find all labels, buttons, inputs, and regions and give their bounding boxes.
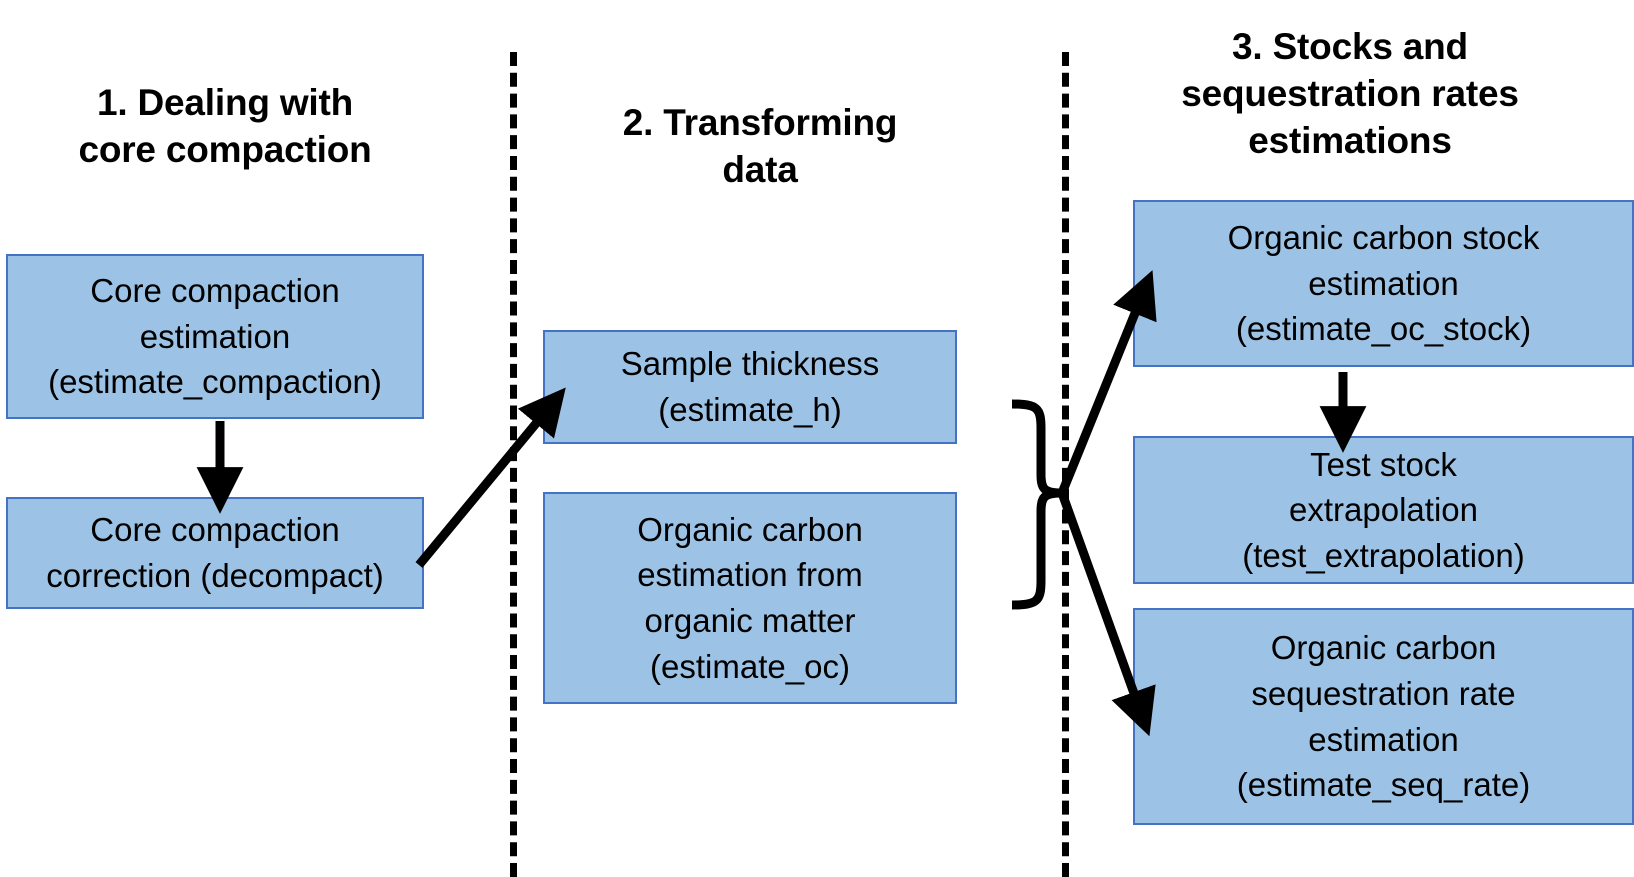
node-test-extrapolation[interactable]: Test stock extrapolation (test_extrapola… [1133,436,1634,584]
node-estimate-oc-line-2: estimation from [637,556,863,594]
column-title-3: 3. Stocks and sequestration rates estima… [1110,24,1590,165]
column-title-2: 2. Transforming data [560,100,960,194]
node-estimate-seq-rate-line-1: Organic carbon [1270,629,1497,667]
node-estimate-h-line-1: Sample thickness [620,345,880,383]
node-estimate-oc-stock-line-2: estimation [1308,264,1459,302]
node-estimate-oc[interactable]: Organic carbon estimation from organic m… [543,492,957,704]
node-estimate-oc-line-3: organic matter [644,602,856,639]
node-estimate-oc-line-4: (estimate_oc) [650,647,850,685]
column-divider-1 [510,52,517,877]
node-test-extrapolation-line-2: extrapolation [1289,491,1478,529]
column-title-3-line-3: estimations [1248,119,1452,161]
column-title-1-line-1: 1. Dealing with [96,82,354,123]
node-decompact[interactable]: Core compaction correction (decompact) [6,497,424,609]
column-title-2-line-2: data [722,148,798,190]
node-estimate-seq-rate-line-2: sequestration rate [1251,674,1516,712]
column-title-2-line-1: 2. Transforming [622,102,898,143]
column-title-3-line-2: sequestration rates [1181,72,1519,114]
node-estimate-seq-rate-line-3: estimation [1308,720,1459,758]
node-estimate-compaction-line-2: estimation [139,317,291,355]
column-title-1: 1. Dealing with core compaction [30,80,420,174]
column-title-1-line-2: core compaction [78,128,372,170]
column-divider-2 [1062,52,1069,877]
node-estimate-oc-stock[interactable]: Organic carbon stock estimation (estimat… [1133,200,1634,367]
edge-decompact-to-estimate-h [415,387,566,568]
node-decompact-line-2: correction (decompact) [46,557,384,594]
node-estimate-oc-line-1: Organic carbon [637,510,863,548]
column-title-3-line-1: 3. Stocks and [1232,26,1468,67]
node-test-extrapolation-line-3: (test_extrapolation) [1242,536,1525,574]
node-estimate-oc-stock-line-1: Organic carbon stock [1227,219,1540,257]
edge-brace-to-seq-rate [1057,491,1156,737]
edge-brace-to-oc-stock [1057,270,1157,495]
node-estimate-compaction-line-3: (estimate_compaction) [48,363,382,401]
node-estimate-h-line-2: (estimate_h) [658,391,842,428]
node-test-extrapolation-line-1: Test stock [1310,445,1457,483]
node-estimate-compaction[interactable]: Core compaction estimation (estimate_com… [6,254,424,419]
node-estimate-seq-rate-line-4: (estimate_seq_rate) [1236,766,1531,804]
node-estimate-oc-stock-line-3: (estimate_oc_stock) [1235,310,1532,348]
node-decompact-line-1: Core compaction [90,511,340,549]
node-estimate-compaction-line-1: Core compaction [90,272,340,310]
node-estimate-seq-rate[interactable]: Organic carbon sequestration rate estima… [1133,608,1634,825]
node-estimate-h[interactable]: Sample thickness (estimate_h) [543,330,957,444]
grouping-brace [1011,399,1067,610]
